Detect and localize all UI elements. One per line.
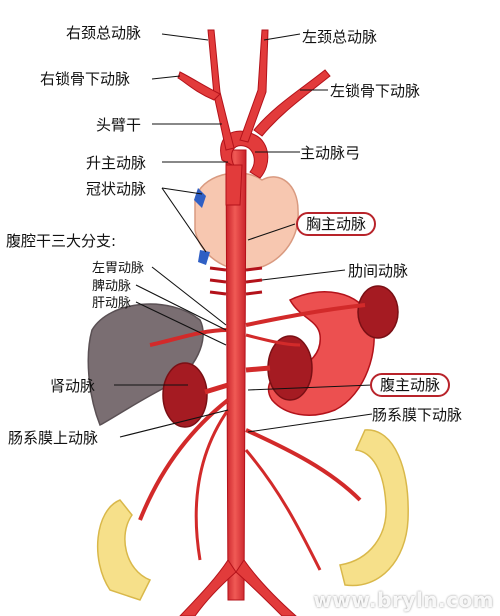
label-superior-mesenteric-artery: 肠系膜上动脉 [8, 429, 99, 447]
label-left-subclavian: 左锁骨下动脉 [330, 82, 421, 100]
spleen-shape [357, 285, 399, 339]
label-hepatic-artery: 肝动脉 [92, 296, 132, 311]
intestine-shape [97, 429, 409, 601]
label-brachiocephalic-trunk: 头臂干 [96, 116, 142, 134]
label-celiac-trunk-branches: 腹腔干三大分支: [6, 232, 117, 250]
label-left-common-carotid: 左颈总动脉 [302, 28, 378, 46]
label-intercostal-arteries: 肋间动脉 [348, 262, 409, 280]
label-ascending-aorta: 升主动脉 [86, 154, 147, 172]
label-coronary-artery: 冠状动脉 [86, 180, 147, 198]
right-kidney-shape [162, 362, 208, 428]
label-abdominal-aorta: 腹主动脉 [370, 373, 451, 397]
label-right-subclavian: 右锁骨下动脉 [40, 70, 131, 88]
aorta [138, 29, 366, 616]
label-right-common-carotid: 右颈总动脉 [66, 24, 142, 42]
label-aortic-arch: 主动脉弓 [300, 144, 361, 162]
label-inferior-mesenteric-artery: 肠系膜下动脉 [372, 406, 463, 424]
label-left-gastric-artery: 左胃动脉 [92, 261, 145, 276]
leader-lines [114, 33, 373, 438]
label-renal-artery: 肾动脉 [50, 377, 96, 395]
label-thoracic-aorta: 胸主动脉 [296, 212, 377, 236]
label-splenic-artery: 脾动脉 [92, 279, 132, 294]
watermark: www.bryln.com [313, 588, 494, 612]
